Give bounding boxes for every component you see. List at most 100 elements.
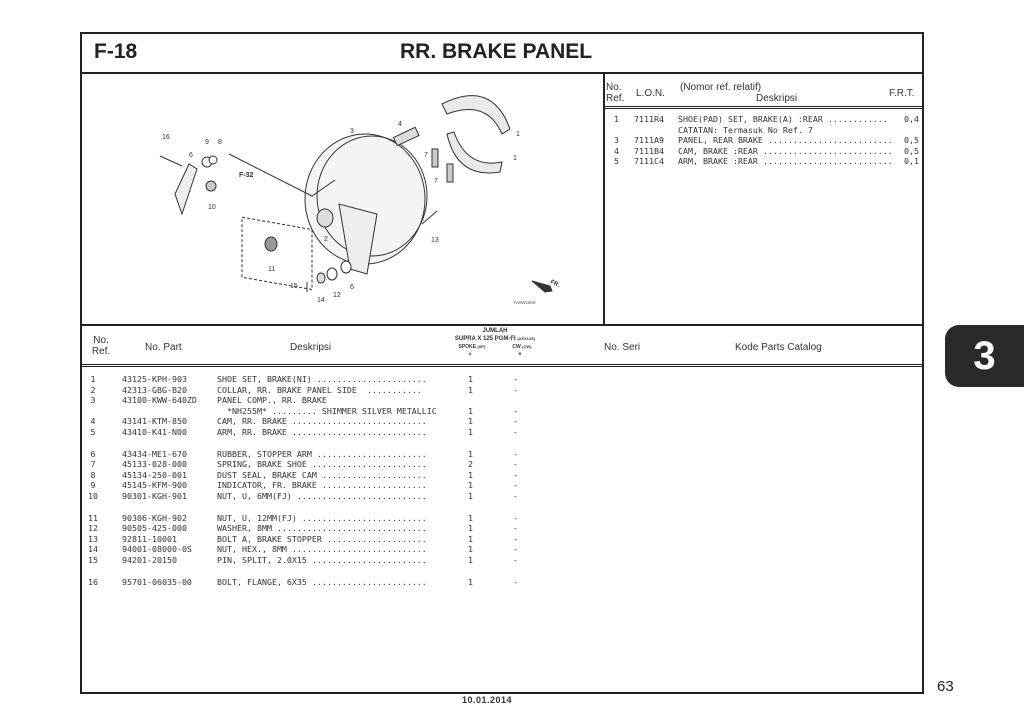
callout-label: 16 <box>162 134 170 141</box>
cell-part: 43100-KWW-640ZD <box>122 395 197 406</box>
section-tab[interactable]: 3 <box>945 325 1024 387</box>
cell-part: 43141-KTM-850 <box>122 416 187 427</box>
cell-ref: 8 <box>90 469 96 480</box>
parts-header-desc: Deskripsi <box>290 342 332 353</box>
frt-cell-lon: 7111C4 <box>634 156 664 166</box>
page-frame <box>80 32 924 694</box>
parts-header-line-2 <box>80 366 922 367</box>
cam-shape <box>392 126 420 147</box>
arm-shape <box>174 163 198 216</box>
cell-spoke: 1 <box>468 533 473 544</box>
parts-header-no-part: No. Part <box>145 342 182 353</box>
panel-arm-shape <box>338 203 378 275</box>
cell-cw: - <box>513 405 518 416</box>
frt-cell-desc: PANEL, REAR BRAKE ......................… <box>678 135 893 145</box>
cell-desc: BOLT, FLANGE, 6X35 .....................… <box>217 576 427 587</box>
cell-spoke: 2 <box>468 459 473 470</box>
cell-ref: 2 <box>90 384 96 395</box>
cell-spoke: 1 <box>468 448 473 459</box>
cell-desc: NUT, U, 6MM(FJ) ........................… <box>217 491 427 501</box>
cell-part: 43410-K41-N00 <box>122 427 187 437</box>
cell-desc: SHOE SET, BRAKE(NI) ....................… <box>217 374 427 384</box>
spring-2 <box>446 163 454 183</box>
cell-cw: - <box>513 384 518 395</box>
cell-cw: - <box>513 480 518 491</box>
table-row: 6 43434-ME1-670 RUBBER, STOPPER ARM ......… <box>80 449 580 460</box>
frt-cell-ref: 3 <box>614 135 619 145</box>
brake-shoe-top <box>441 95 511 135</box>
frt-cell-desc: ARM, BRAKE :REAR .......................… <box>678 156 893 166</box>
cell-ref: 5 <box>90 427 96 437</box>
cell-desc: DUST SEAL, BRAKE CAM ...................… <box>217 469 427 480</box>
cell-part: 92811-10001 <box>122 533 177 544</box>
model-label: SUPRA X 125 PGM-FI <box>454 336 516 342</box>
callout-label: 1 <box>513 155 517 162</box>
cell-cw: - <box>513 533 518 544</box>
cell-spoke: 1 <box>468 555 473 565</box>
callout-label: 15 <box>290 283 298 290</box>
frt-header-lon: L.O.N. <box>636 88 665 99</box>
frt-cell-frt: 0,5 <box>904 135 919 145</box>
cell-cw: - <box>513 448 518 459</box>
cell-ref: 4 <box>90 416 96 427</box>
frt-cell-frt: 0,4 <box>904 114 919 124</box>
cell-desc: PANEL COMP., RR. BRAKE <box>217 395 327 406</box>
cell-spoke: 1 <box>468 427 473 437</box>
cell-part: 45145-KFM-900 <box>122 480 187 491</box>
callout-label: 7 <box>434 178 438 185</box>
cell-spoke: 1 <box>468 576 473 587</box>
cell-part: 43434-ME1-670 <box>122 448 187 459</box>
cell-desc: NUT, U, 12MM(FJ) .......................… <box>217 512 427 523</box>
callout-label: 7 <box>424 152 428 159</box>
cell-spoke: 1 <box>468 374 473 384</box>
callout-label: 9 <box>205 139 209 146</box>
callout-label: 1 <box>516 131 520 138</box>
callout-label: 6 <box>189 152 193 159</box>
callout-label: 4 <box>398 121 402 128</box>
spoke-sub: A <box>468 351 472 356</box>
cell-cw: - <box>513 427 518 437</box>
cell-spoke: 1 <box>468 469 473 480</box>
cell-cw: - <box>513 555 518 565</box>
parts-header-no-seri: No. Seri <box>604 342 641 353</box>
cell-ref: 13 <box>88 533 98 544</box>
page-title: RR. BRAKE PANEL <box>400 40 593 63</box>
cell-spoke: 1 <box>468 405 473 416</box>
frt-header-line-2 <box>604 108 922 109</box>
cell-spoke: 1 <box>468 384 473 395</box>
cell-desc: CAM, RR. BRAKE .........................… <box>217 416 427 427</box>
cell-part: 90505-425-000 <box>122 523 187 534</box>
cell-ref: 3 <box>90 395 96 406</box>
cell-ref: 16 <box>88 576 98 587</box>
cell-ref: 11 <box>88 512 98 523</box>
cell-cw: - <box>513 576 518 587</box>
cell-cw: - <box>513 416 518 427</box>
bolt-13 <box>421 210 438 225</box>
frt-header-frt: F.R.T. <box>889 88 915 99</box>
cell-part: 94001-08000-0S <box>122 544 192 555</box>
cell-desc: SPRING, BRAKE SHOE .....................… <box>217 459 427 470</box>
cell-ref: 6 <box>90 448 96 459</box>
frt-header-line <box>604 106 922 107</box>
callout-label: 2 <box>324 236 328 243</box>
callout-label: 6 <box>350 284 354 291</box>
diagram-divider <box>603 73 605 324</box>
frt-header-desc-top: (Nomor ref. relatif) <box>680 82 762 93</box>
cell-part: 95701-06035-00 <box>122 576 192 587</box>
spring-1 <box>431 148 439 168</box>
spoke-label: SPOKE <box>458 344 477 350</box>
spoke-code: (SP) <box>477 344 486 349</box>
cell-cw: - <box>513 491 518 501</box>
cell-desc: RUBBER, STOPPER ARM ....................… <box>217 448 427 459</box>
frt-cell-desc: CAM, BRAKE :REAR .......................… <box>678 145 893 156</box>
cell-ref: 12 <box>88 523 98 534</box>
